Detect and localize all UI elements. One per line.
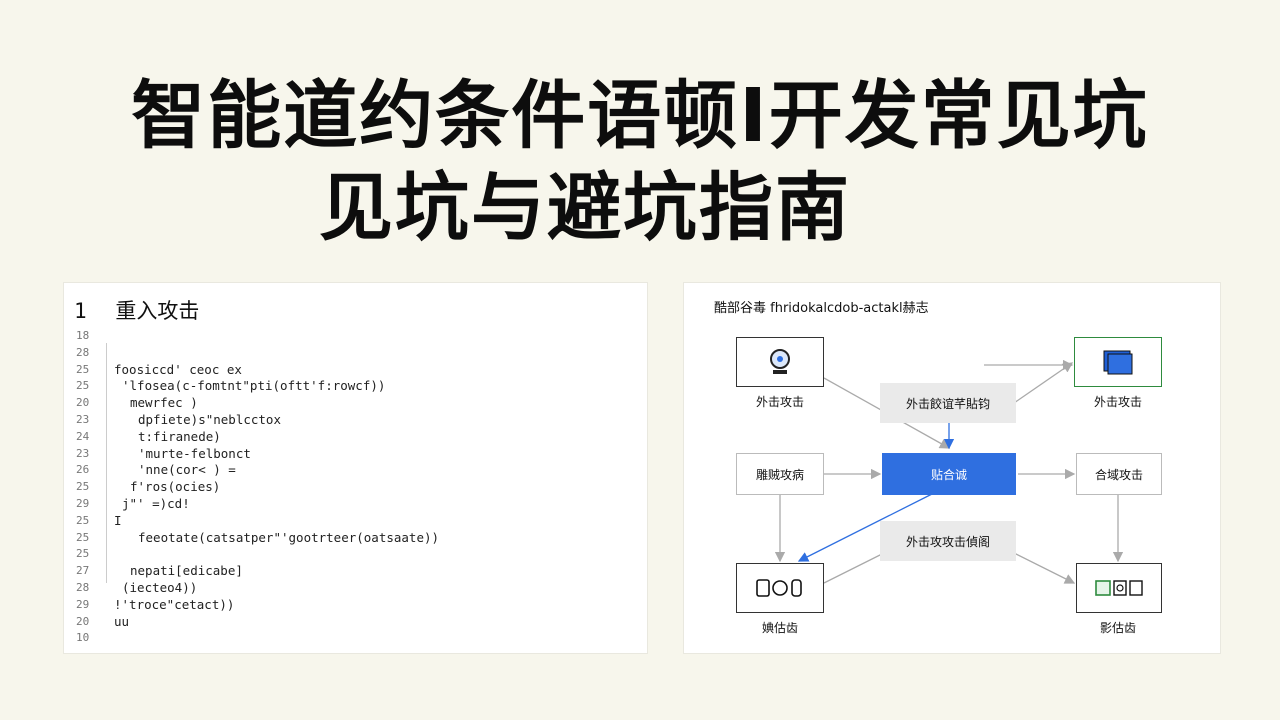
device-icons <box>756 579 802 597</box>
code-text: nepati[edicabe] <box>130 563 243 579</box>
line-number: 25 <box>76 530 90 544</box>
webcam-icon <box>770 349 790 374</box>
code-text: uu <box>114 613 130 629</box>
line-number: 20 <box>76 396 90 410</box>
code-panel: 1 重入攻击 18 28 25 foosiccd' ceoc ex 25 'lfosea(… <box>63 282 648 654</box>
node-bottom-left <box>736 563 824 613</box>
line-number: 26 <box>76 463 90 477</box>
code-text: foosiccd' ceoc ex <box>114 361 242 377</box>
diagram-panel: 酷部谷毒 fhridokalcdob-actakl赫志 外击攻击 <box>683 282 1221 654</box>
code-text: f'ros(ocies) <box>130 479 221 495</box>
code-text: (iecteo4)) <box>122 580 198 595</box>
line-number: 25 <box>76 547 90 561</box>
page-title: 智能道约条件语顿I开发常见坑 见坑与避坑指南 <box>0 70 1280 254</box>
caption-bottom-right: 影估齿 <box>1099 621 1136 635</box>
caption-bottom-left: 婰估齿 <box>761 621 798 635</box>
diagram-title: 酷部谷毒 fhridokalcdob-actakl赫志 <box>714 301 929 316</box>
node-bottom-right <box>1076 563 1162 613</box>
heading-number: 1 <box>74 299 87 323</box>
edge <box>1013 362 1074 404</box>
line-number: 25 <box>76 513 90 527</box>
line-number: 23 <box>76 446 90 460</box>
code-text: dpfiete)s"neblcctox <box>138 412 281 427</box>
line-number: 25 <box>76 480 90 494</box>
media-icons <box>1095 580 1143 596</box>
node-top-right <box>1074 337 1162 387</box>
line-number: 18 <box>76 329 90 342</box>
code-text: mewrfec ) <box>130 395 198 411</box>
line-number: 29 <box>76 597 90 611</box>
caption-top-right: 外击攻击 <box>1093 395 1142 409</box>
code-gutter <box>106 343 107 583</box>
title-line-1: 智能道约条件语顿I开发常见坑 <box>131 73 1149 159</box>
node-center: 贴合诚 <box>882 453 1016 495</box>
line-number: 10 <box>76 631 90 645</box>
code-text: 'murte-felbonct <box>138 445 251 461</box>
code-text: 'nne(cor< ) = <box>138 462 236 478</box>
code-text: 'lfosea(c-fomtnt"pti(oftt'f:rowcf)) <box>122 378 386 394</box>
line-number: 29 <box>76 497 90 510</box>
line-number: 27 <box>76 564 90 578</box>
code-text: t:firanede) <box>138 428 221 444</box>
folder-icon <box>1103 350 1133 375</box>
node-mid-left: 雕贼攻病 <box>736 453 824 495</box>
code-text: feeotate(catsatper"'gootrteer(oatsaate)) <box>138 529 440 545</box>
line-number: 28 <box>76 581 90 594</box>
line-number: 25 <box>76 362 90 376</box>
title-line-2: 见坑与避坑指南 <box>319 165 851 251</box>
code-text: !'troce"cetact)) <box>114 596 235 612</box>
code-text: j"' =)cd! <box>122 496 190 511</box>
node-mid-right: 合域攻击 <box>1076 453 1162 495</box>
code-text: I <box>114 512 122 528</box>
code-heading: 1 重入攻击 <box>74 295 199 325</box>
edge <box>1013 552 1076 584</box>
caption-top-left: 外击攻击 <box>755 395 804 409</box>
node-bottom-mid: 外击攻攻击偵阁 <box>880 521 1016 561</box>
edge <box>797 492 935 562</box>
edge <box>823 552 885 584</box>
heading-text: 重入攻击 <box>115 299 200 323</box>
line-number: 23 <box>76 413 90 426</box>
line-number: 24 <box>76 429 90 443</box>
line-number: 28 <box>76 345 90 359</box>
node-top-left <box>736 337 824 387</box>
node-top-mid: 外击餃谊芊貼钧 <box>880 383 1016 423</box>
line-number: 20 <box>76 614 90 628</box>
line-number: 25 <box>76 379 90 393</box>
